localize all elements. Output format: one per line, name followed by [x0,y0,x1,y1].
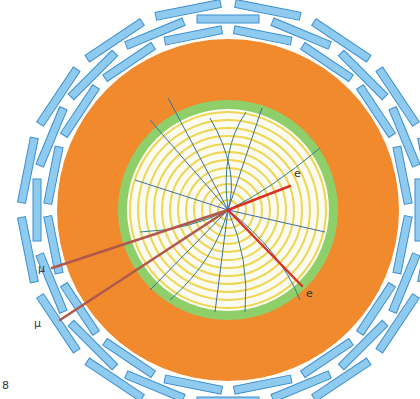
electron-track [228,186,290,210]
muon-chamber [18,137,39,203]
particle-label: e [306,288,313,299]
muon-chamber [376,294,419,353]
muon-chambers [18,0,420,399]
muon-chamber [415,179,420,241]
muon-chamber [312,19,371,62]
tracker-layers [130,112,326,308]
muon-chamber [85,358,144,399]
particle-label: e [294,168,301,179]
muon-chamber [235,0,301,20]
tracker-layer [138,120,318,300]
particle-label: μ [34,318,41,329]
muon-chamber [155,0,221,20]
muon-chamber [312,358,371,399]
muon-track [52,210,228,268]
muon-chamber [197,15,259,23]
particle-label: μ [38,263,45,274]
muon-chamber [418,137,420,203]
muon-track [60,210,228,320]
tracker-layer [130,112,326,308]
muon-chamber [37,67,80,126]
muon-chamber [376,67,419,126]
muon-chamber [197,397,259,399]
tracker [127,109,329,311]
muon-chamber [418,217,420,283]
calorimeter [57,39,399,381]
electron-track [228,210,302,286]
figure-number: 8 [2,380,9,391]
muon-chamber [37,294,80,353]
muon-chamber [33,179,41,241]
muon-chamber [18,217,39,283]
tracks [135,98,325,312]
solenoid [118,100,338,320]
lepton-tracks [52,186,302,320]
tracker-layer [146,128,310,292]
muon-chamber [85,19,144,62]
